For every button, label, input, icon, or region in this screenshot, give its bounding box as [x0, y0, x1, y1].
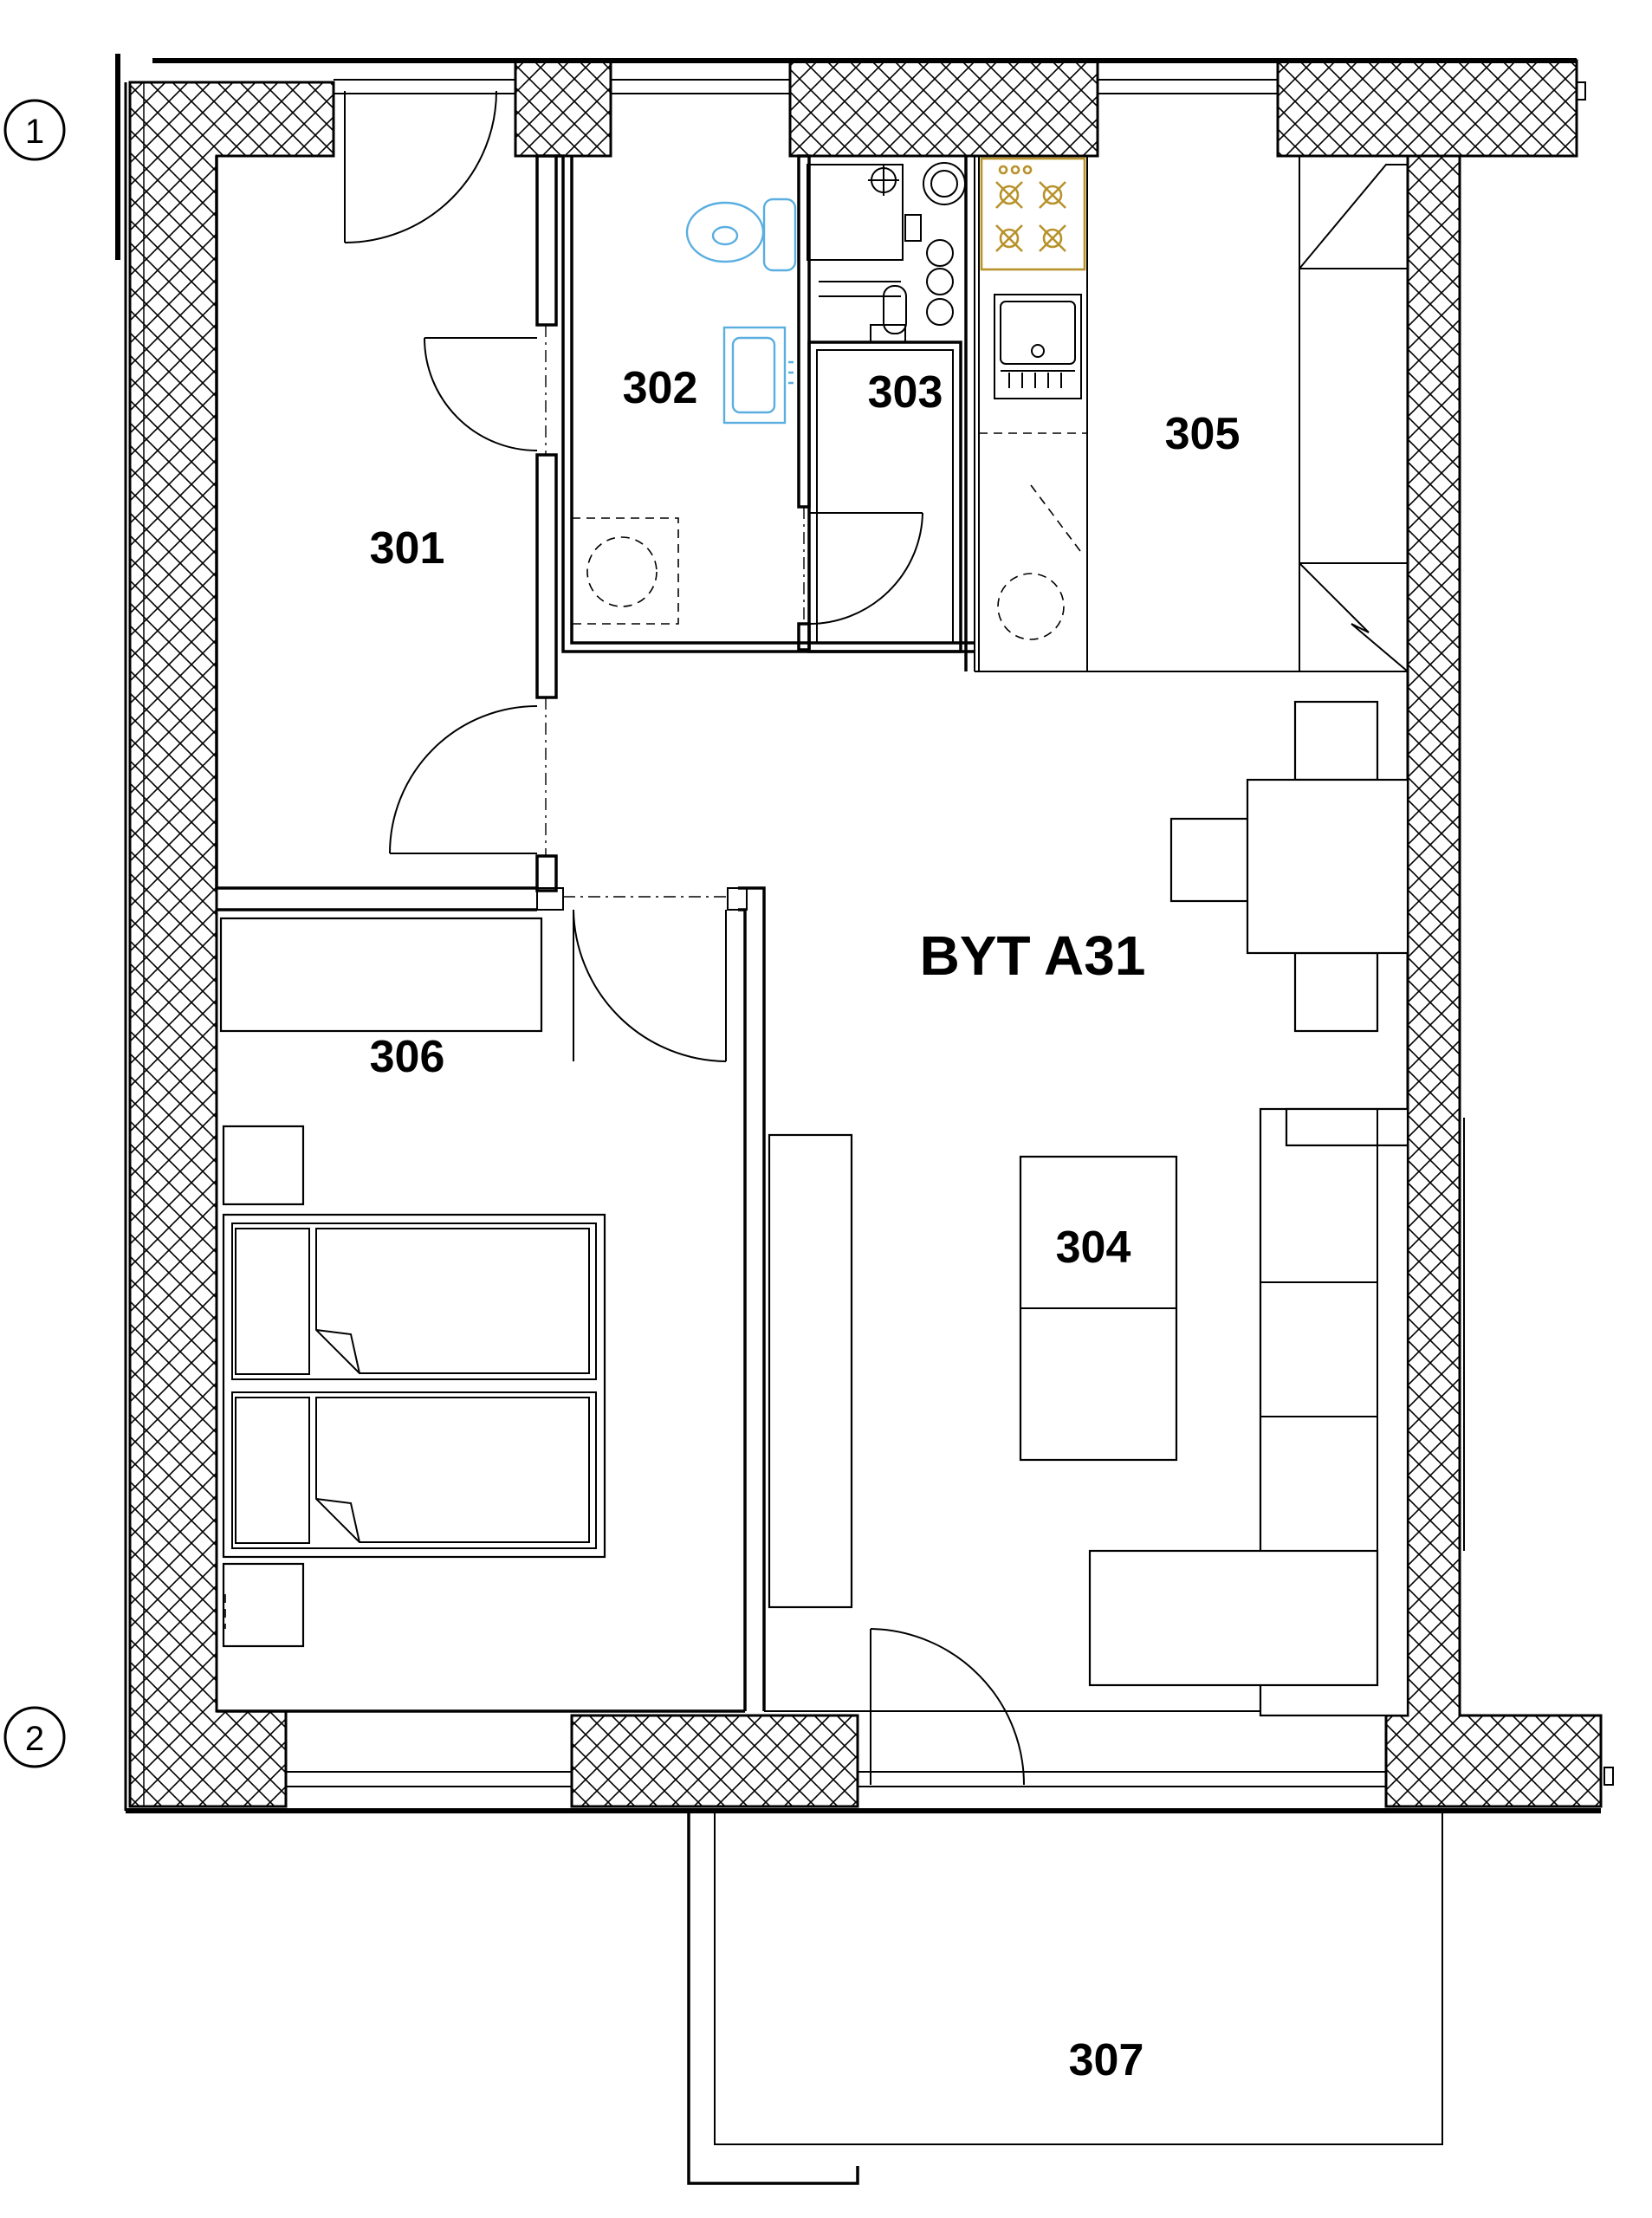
wall-pier-bottom [570, 1714, 859, 1808]
nightstand-bottom [222, 1562, 305, 1648]
kitchen-counter [978, 155, 1088, 672]
nightstand-top [222, 1125, 305, 1206]
wall-pier-top-2 [788, 59, 1099, 158]
room-label-302: 302 [623, 363, 698, 413]
wall-pier-top-3 [1276, 59, 1578, 158]
bedroom-furniture [219, 917, 606, 1648]
doors [344, 90, 1025, 1786]
double-bed [222, 1213, 606, 1559]
exterior-walls [128, 59, 1603, 1808]
washbasin-icon [722, 326, 794, 425]
wall-right [1384, 154, 1603, 1808]
axis-label-2: 2 [25, 1720, 44, 1758]
pillow-2 [235, 1397, 310, 1544]
facade-lines [124, 58, 1614, 1813]
axis-label-1: 1 [25, 113, 44, 151]
wall-pier-top-1 [514, 59, 612, 158]
room-label-303: 303 [868, 367, 943, 418]
chair-left [1169, 817, 1251, 903]
room-label-301: 301 [370, 523, 445, 574]
stove-icon [980, 157, 1086, 271]
kitchen [978, 155, 1409, 672]
sofa [1088, 1107, 1409, 1717]
balcony [687, 1811, 1443, 2185]
washing-machine-icon [571, 517, 679, 625]
sink-icon [994, 294, 1082, 399]
room-label-307: 307 [1069, 2035, 1144, 2085]
chair-bottom [1293, 951, 1379, 1033]
axis-marker-2: 2 [3, 1706, 66, 1768]
interior-walls [215, 154, 1408, 1713]
pillow-1 [235, 1228, 310, 1375]
utility-fixtures [807, 162, 966, 343]
living-room-furniture [768, 1107, 1409, 1717]
wardrobe [219, 917, 543, 1033]
apartment-title: BYT A31 [920, 924, 1146, 987]
toilet-icon [685, 198, 797, 272]
tv-cabinet [768, 1133, 853, 1609]
chair-top [1293, 700, 1379, 781]
bathroom-fixtures [571, 198, 797, 625]
axis-marker-1: 1 [3, 99, 66, 161]
dining-table [1246, 778, 1409, 955]
dining-set [1169, 700, 1409, 1033]
tall-cabinet [1299, 155, 1409, 672]
room-label-305: 305 [1165, 409, 1241, 459]
room-label-304: 304 [1056, 1222, 1131, 1273]
room-label-306: 306 [370, 1032, 445, 1082]
fridge-icon [997, 573, 1065, 640]
